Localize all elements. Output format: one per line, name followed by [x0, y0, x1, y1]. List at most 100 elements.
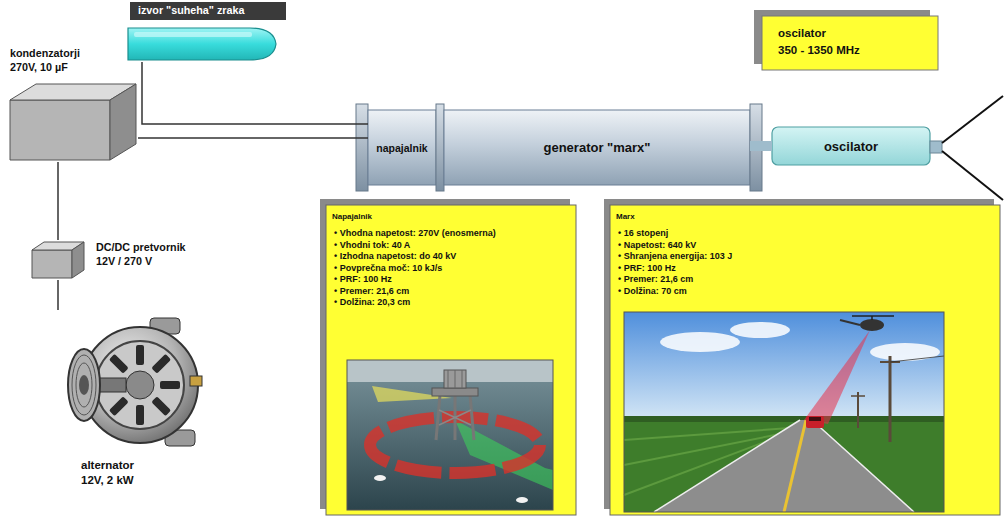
spec-item: • Napetost: 640 kV	[618, 240, 790, 252]
road-helicopter-photo	[871, 316, 873, 320]
spec-item: • Dolžina: 70 cm	[618, 286, 790, 298]
sea-platform-photo	[347, 360, 553, 510]
road-helicopter-photo	[624, 416, 944, 422]
spec-item: • Izhodna napetost: do 40 kV	[334, 251, 506, 263]
alternator-illustration	[72, 355, 96, 415]
road-helicopter-photo	[809, 417, 821, 421]
sea-platform-photo	[455, 370, 456, 388]
road-helicopter-photo	[812, 420, 914, 512]
alternator-illustration	[151, 354, 171, 374]
road-helicopter-photo	[660, 332, 740, 352]
spec-item: • Premer: 21,6 cm	[334, 286, 506, 298]
spec-item: • Vhodna napetost: 270V (enosmerna)	[334, 228, 506, 240]
alternator-illustration	[109, 396, 129, 416]
node-label: Marx	[616, 211, 1000, 222]
alternator-illustration	[190, 376, 202, 386]
sea-platform-photo	[470, 395, 474, 440]
oscillator-unit	[772, 127, 930, 165]
oscillator-unit	[930, 141, 942, 153]
road-helicopter-photo	[857, 392, 859, 428]
oscillator-unit	[942, 96, 1003, 143]
spec-item: • 16 stopenj	[618, 228, 790, 240]
oscillator-unit	[942, 151, 1003, 200]
road-helicopter-photo	[624, 312, 944, 512]
sea-platform-photo	[462, 370, 463, 388]
marx-generator-section: generator "marx"	[444, 110, 750, 185]
alternator-illustration	[109, 354, 129, 374]
spec-item: • Premer: 21,6 cm	[618, 274, 790, 286]
air-source: izvor "suheha" zraka	[128, 0, 288, 62]
marx-tube	[368, 110, 436, 185]
spec-item: • PRF: 100 Hz	[618, 263, 790, 275]
sea-platform-photo	[347, 360, 553, 510]
power-cable	[57, 280, 59, 310]
sea-platform-photo	[432, 388, 478, 396]
alternator-illustration	[68, 318, 202, 446]
air-source-capsule	[128, 28, 276, 60]
spec-item: • Dolžina: 20,3 cm	[334, 297, 506, 309]
node-label: oscilator 350 - 1350 MHz	[778, 25, 938, 59]
road-helicopter-photo	[784, 420, 806, 512]
spec-panel: Marx • 16 stopenj• Napetost: 640 kV• Shra…	[610, 205, 1000, 515]
road-helicopter-photo	[860, 319, 884, 331]
spec-item: • Vhodni tok: 40 A	[334, 240, 506, 252]
marx-tube	[356, 104, 368, 191]
oscillator-box: oscilator	[772, 127, 930, 165]
node-label: oscilator	[824, 139, 878, 154]
tube-coupling	[750, 141, 772, 151]
marx-tube	[436, 104, 444, 191]
converter-box	[72, 242, 84, 278]
road-helicopter-photo	[624, 312, 944, 512]
node-label: napajalnik	[376, 142, 427, 154]
road-helicopter-photo	[870, 343, 940, 361]
node-label: Napajalnik	[332, 211, 576, 222]
capacitor-box	[10, 100, 110, 160]
road-helicopter-photo	[840, 320, 860, 325]
capacitor-box	[10, 84, 136, 160]
power-supply-panel	[320, 199, 576, 515]
sea-platform-photo	[448, 370, 449, 388]
dc-dc-converter: DC/DC pretvornik 12V / 270 V	[30, 240, 220, 280]
road-helicopter-photo	[852, 315, 894, 317]
alternator-illustration	[136, 405, 144, 425]
marx-tube	[356, 104, 762, 191]
node-label: DC/DC pretvornik 12V / 270 V	[96, 240, 220, 268]
spec-item: • Povprečna moč: 10 kJ/s	[334, 263, 506, 275]
capacitor-box	[110, 84, 136, 160]
sea-platform-photo	[439, 410, 471, 425]
converter-box	[32, 242, 84, 278]
oscillator-unit	[772, 96, 1003, 200]
marx-panel	[604, 199, 1000, 515]
alternator-illustration	[151, 396, 171, 416]
road-helicopter-photo	[890, 356, 944, 362]
spec-item: • Shranjena energija: 103 J	[618, 251, 790, 263]
node-label: kondenzatorji 270V, 10 µF	[10, 46, 138, 74]
road-helicopter-photo	[624, 428, 790, 440]
sea-platform-photo	[347, 360, 553, 510]
power-supply-panel	[326, 205, 576, 515]
power-cable	[57, 162, 59, 240]
alternator-illustration	[79, 375, 89, 395]
road-helicopter-photo	[654, 420, 914, 512]
air-source-capsule	[134, 32, 252, 37]
road-helicopter-photo	[730, 322, 790, 338]
road-helicopter-photo	[806, 416, 824, 428]
alternator-illustration	[76, 363, 92, 407]
sea-platform-photo	[439, 410, 471, 425]
oscillator-info-box	[754, 10, 938, 70]
node-label: izvor "suheha" zraka	[138, 3, 288, 17]
alternator-illustration	[68, 349, 100, 421]
alternator-illustration	[136, 345, 144, 365]
capacitor-bank: kondenzatorji 270V, 10 µF	[8, 44, 138, 162]
air-hose	[142, 62, 368, 124]
sea-platform-photo	[374, 475, 386, 481]
spec-item: • PRF: 100 Hz	[334, 274, 506, 286]
road-helicopter-photo	[851, 395, 865, 397]
sea-platform-photo	[516, 497, 528, 503]
alternator-illustration	[126, 371, 154, 399]
sea-platform-photo	[436, 395, 440, 440]
road-helicopter-photo	[624, 312, 944, 422]
power-supply-section: napajalnik	[368, 110, 436, 185]
road-helicopter-photo	[889, 356, 892, 442]
